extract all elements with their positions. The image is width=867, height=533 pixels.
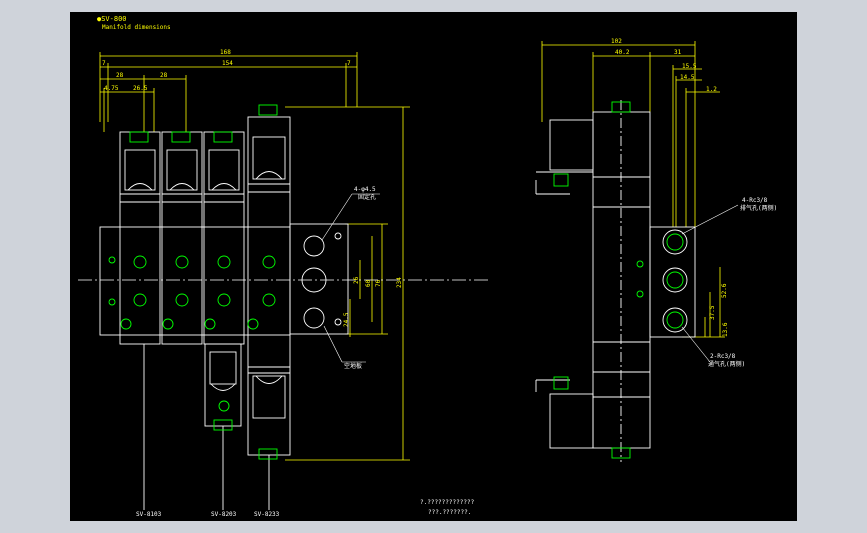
front-dimension-lines [78,52,490,461]
dim-76: 76 [375,279,382,287]
dim-7-right: 7 [347,60,351,67]
model-title: ●SV-800 [97,15,127,23]
side-ports [662,229,688,333]
model-label-left: SV-8103 [136,511,162,518]
side-dim-14-5: 14.5 [680,74,695,81]
side-dim-15-5: 15.5 [682,63,697,70]
pilot-port-label: 空地板 [344,362,362,370]
side-dim-31: 31 [674,49,682,56]
side-dim-52-6: 52.6 [721,283,728,298]
model-label-right: SV-8233 [254,511,280,518]
dim-28-b: 28 [160,72,168,79]
dim-154: 154 [222,60,233,67]
dim-26: 26 [353,276,360,284]
lower-ports-desc: 通气孔(两侧) [708,360,745,368]
side-dimension-lines [541,41,725,338]
dim-26-5: 26.5 [133,85,148,92]
front-fittings [108,104,278,460]
dim-4-75: 4.75 [104,85,119,92]
dim-234: 234 [396,277,403,288]
front-view-outline [99,116,349,510]
side-fittings [553,101,684,459]
front-callout-leaders [321,193,380,363]
drawing-subtitle: Manifold dimensions [102,24,171,31]
lower-ports-code: 2-Rc3/8 [710,353,736,360]
dim-7-left: 7 [102,60,106,67]
note-line-2: ???.???????. [428,509,471,516]
dim-60: 60 [365,279,372,287]
side-dim-13-6: 13.6 [722,322,729,337]
model-label-mid: SV-8203 [211,511,237,518]
side-ports-desc: 排气孔(两侧) [740,204,777,212]
side-dim-1-2: 1.2 [706,86,717,93]
dim-168: 168 [220,49,231,56]
drawing-canvas: ●SV-800 Manifold dimensions 168 7 15 [70,12,797,521]
end-plate-ports [301,232,342,329]
side-dim-37-5: 37.5 [709,305,716,320]
side-callout-leaders [681,204,739,363]
mount-holes-desc: 固定孔 [358,193,376,201]
side-view-outline [535,100,696,462]
side-dim-40-2: 40.2 [615,49,630,56]
side-ports-code: 4-Rc3/8 [742,197,768,204]
dim-28-a: 28 [116,72,124,79]
side-dim-102: 102 [611,38,622,45]
note-line-1: ?.????????????? [420,499,475,506]
dim-24-5: 24.5 [343,312,350,327]
mount-holes-code: 4-φ4.5 [354,186,376,193]
cad-drawing: ●SV-800 Manifold dimensions 168 7 15 [78,15,777,518]
